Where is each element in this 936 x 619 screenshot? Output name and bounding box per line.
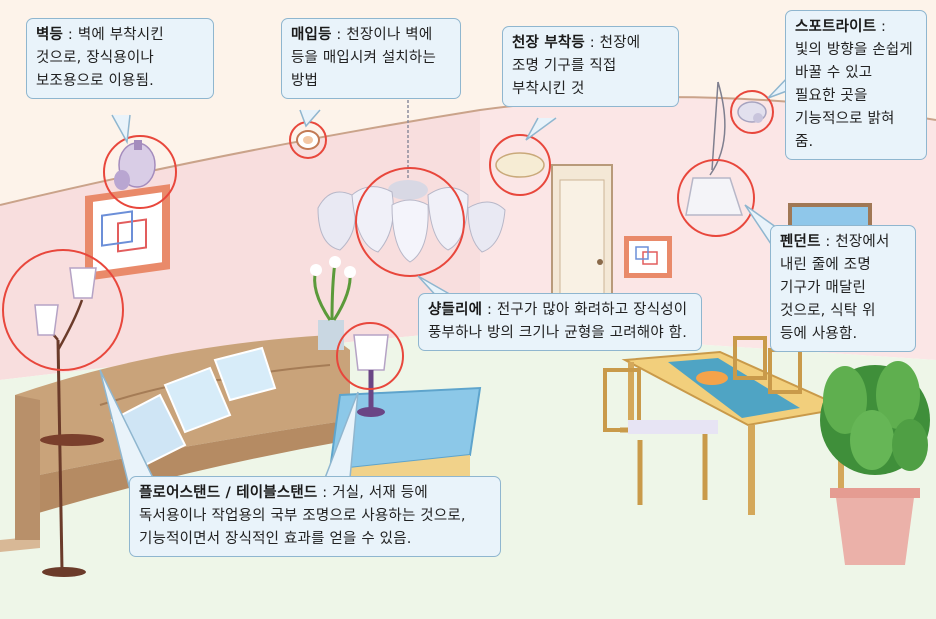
callout-spotlight: 스포트라이트 : 빛의 방향을 손쉽게 바꿀 수 있고 필요한 곳을 기능적으로…: [785, 10, 927, 160]
term-wall-lamp: 벽등: [36, 27, 64, 43]
sep-floor-table-stand: :: [317, 485, 333, 501]
term-ceiling-mount: 천장 부착등: [512, 35, 585, 51]
left-wall: [0, 110, 480, 380]
term-recessed: 매입등: [291, 27, 332, 43]
circle-floor-stand: [2, 249, 124, 371]
callout-wall-lamp: 벽등 : 벽에 부착시킨 것으로, 장식용이나 보조용으로 이용됨.: [26, 18, 214, 99]
sep-ceiling-mount: :: [584, 35, 600, 51]
tail-wall-lamp: [111, 114, 131, 145]
recessed-light: [296, 130, 320, 150]
table-stand: [353, 334, 389, 417]
desc-pendant: 천장에서 내린 줄에 조명 기구가 매달린 것으로, 식탁 위 등에 사용함.: [780, 234, 890, 342]
tail-ceiling-mount: [525, 117, 557, 141]
term-floor-table-stand: 플로어스탠드 / 테이블스탠드: [139, 485, 318, 501]
pendant-light: [685, 81, 744, 216]
circle-wall-lamp: [103, 135, 177, 209]
tail-floor-stand: [99, 369, 156, 491]
circle-spotlight: [730, 90, 774, 134]
sep-recessed: :: [331, 27, 347, 43]
large-potted-plant: [820, 361, 930, 565]
sep-pendant: :: [820, 234, 836, 250]
circle-pendant: [677, 159, 755, 237]
desc-recessed: 천장이나 벽에 등을 매입시켜 설치하는 방법: [291, 27, 437, 89]
term-spotlight: 스포트라이트: [795, 19, 877, 35]
callout-ceiling-mount: 천장 부착등 : 천장에 조명 기구를 직접 부착시킨 것: [502, 26, 679, 107]
callout-pendant: 펜던트 : 천장에서 내린 줄에 조명 기구가 매달린 것으로, 식탁 위 등에…: [770, 225, 916, 352]
sep-chandelier: :: [482, 302, 497, 318]
desc-floor-table-stand: 거실, 서재 등에 독서용이나 작업용의 국부 조명으로 사용하는 것으로, 기…: [139, 485, 466, 547]
callout-chandelier: 샹들리에 : 전구가 많아 화려하고 장식성이 풍부하나 방의 크기나 균형을 …: [418, 293, 702, 351]
circle-ceiling-mount: [489, 134, 551, 196]
ceiling-mount-light: [495, 152, 545, 178]
callout-recessed: 매입등 : 천장이나 벽에 등을 매입시켜 설치하는 방법: [281, 18, 461, 99]
callout-floor-table-stand: 플로어스탠드 / 테이블스탠드 : 거실, 서재 등에 독서용이나 작업용의 국…: [129, 476, 501, 557]
potted-flowers: [310, 256, 356, 350]
circle-chandelier: [355, 167, 465, 277]
floor-stand: [34, 267, 104, 577]
term-chandelier: 샹들리에: [428, 302, 483, 318]
sep-wall-lamp: :: [63, 27, 78, 43]
wall-lamp: [114, 140, 156, 190]
wall-picture-left: [85, 184, 170, 282]
desc-wall-lamp: 벽에 부착시킨 것으로, 장식용이나 보조용으로 이용됨.: [36, 27, 164, 89]
tail-recessed: [299, 109, 321, 128]
circle-table-stand: [336, 322, 404, 390]
wall-picture-back: [624, 236, 672, 278]
desc-chandelier: 전구가 많아 화려하고 장식성이 풍부하나 방의 크기나 균형을 고려해야 함.: [428, 302, 688, 341]
desc-ceiling-mount: 천장에 조명 기구를 직접 부착시킨 것: [512, 35, 641, 97]
term-pendant: 펜던트: [780, 234, 821, 250]
spotlight: [737, 101, 767, 123]
tail-table-stand: [324, 391, 359, 479]
chandelier: [317, 95, 506, 263]
desc-spotlight: 빛의 방향을 손쉽게 바꿀 수 있고 필요한 곳을 기능적으로 밝혀 줌.: [795, 42, 913, 150]
sep-spotlight: :: [876, 19, 887, 35]
